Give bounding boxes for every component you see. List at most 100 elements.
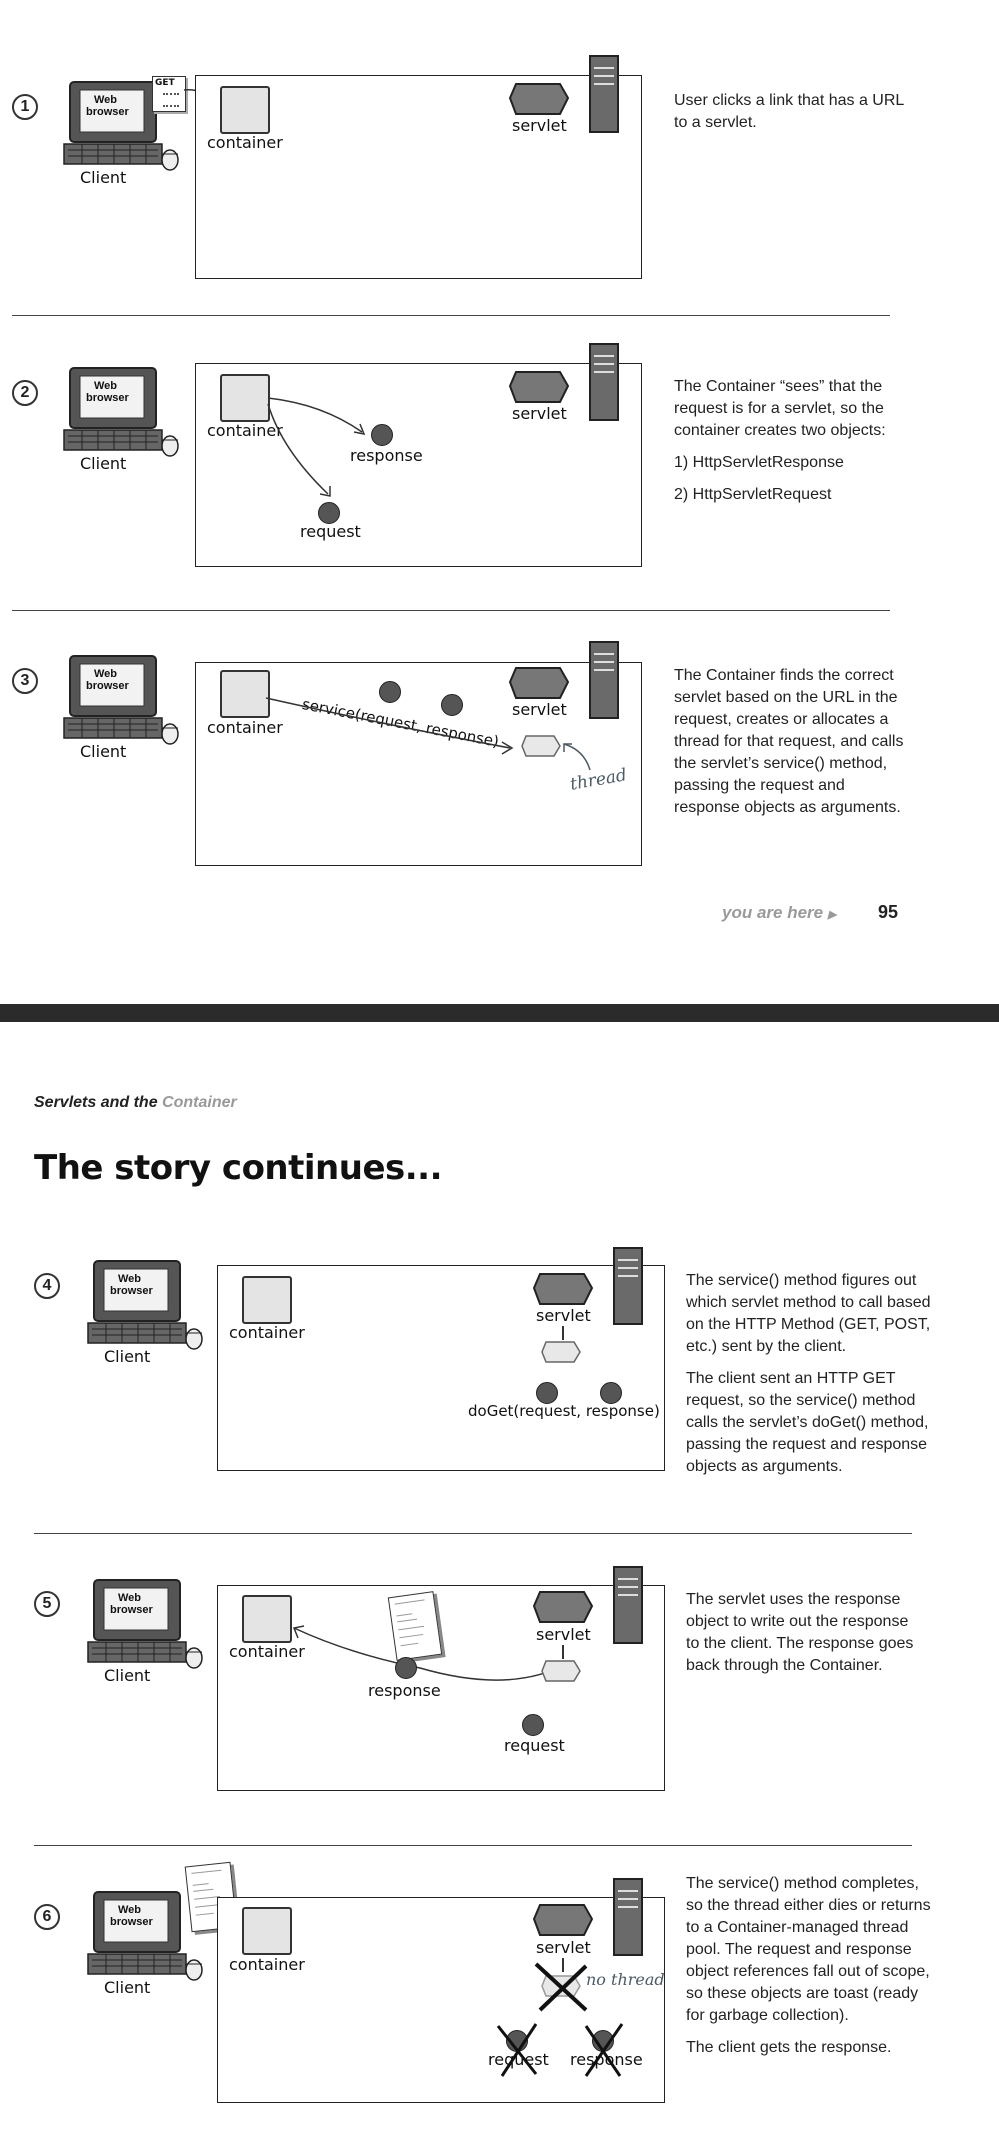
computer-icon — [87, 1579, 203, 1669]
running-head-bold: Servlets and the — [34, 1094, 163, 1111]
doget-call-label: doGet(request, response) — [468, 1402, 660, 1420]
response-label: response — [350, 446, 423, 465]
servlet-icon — [532, 1591, 594, 1623]
step-text: The client sent an HTTP GET request, so … — [686, 1370, 929, 1475]
no-thread-label: no thread — [586, 1970, 665, 1989]
container-icon — [220, 670, 270, 718]
client-label: Client — [80, 168, 127, 187]
container-icon — [242, 1276, 292, 1324]
divider — [34, 1533, 912, 1534]
thread-connector — [562, 1645, 564, 1659]
step-text: The service() method figures out which s… — [686, 1272, 931, 1355]
request-label: request — [488, 2050, 549, 2069]
response-document-icon — [387, 1591, 443, 1661]
cross-out-icon — [584, 2023, 624, 2077]
get-label: GET — [155, 78, 175, 88]
client-computer: Web browser Client — [62, 652, 182, 761]
thread-icon — [541, 1660, 581, 1682]
response-object — [371, 424, 393, 446]
servlet-icon — [508, 371, 570, 403]
client-computer: Web browser Client — [86, 1257, 206, 1366]
servlet-icon — [532, 1904, 594, 1936]
client-label: Client — [104, 1347, 151, 1366]
container-label: container — [229, 1955, 305, 1974]
web-label: Web — [118, 1592, 142, 1604]
browser-label: browser — [110, 1285, 153, 1297]
step-description: The service() method figures out which s… — [686, 1270, 936, 1488]
response-label: response — [570, 2050, 643, 2069]
thread-connector — [562, 1958, 564, 1972]
computer-icon — [63, 655, 179, 745]
running-head: Servlets and the Container — [34, 1094, 237, 1112]
step-number: 5 — [34, 1591, 60, 1617]
server-tower-icon — [589, 641, 619, 719]
web-label: Web — [94, 380, 118, 392]
browser-label: browser — [110, 1916, 153, 1928]
computer-icon — [63, 81, 179, 171]
client-label: Client — [80, 742, 127, 761]
step-text: 1) HttpServletResponse — [674, 454, 844, 471]
page-separator — [0, 1004, 999, 1022]
step-text: The servlet uses the response object to … — [686, 1591, 914, 1674]
step-description: The service() method completes, so the t… — [686, 1873, 936, 2069]
servlet-icon — [508, 83, 570, 115]
step-text: The client gets the response. — [686, 2039, 892, 2056]
servlet-label: servlet — [536, 1938, 591, 1957]
client-computer: Web browser Client — [86, 1576, 206, 1685]
web-label: Web — [94, 94, 118, 106]
computer-icon — [87, 1260, 203, 1350]
running-head-gray: Container — [162, 1094, 237, 1111]
step-description: The Container finds the correct servlet … — [674, 665, 914, 829]
computer-icon — [63, 367, 179, 457]
step-description: The servlet uses the response object to … — [686, 1589, 926, 1687]
step-number: 2 — [12, 380, 38, 406]
client-computer: Web browser Client — [62, 364, 182, 473]
client-label: Client — [80, 454, 127, 473]
computer-icon — [87, 1891, 203, 1981]
servlet-label: servlet — [536, 1625, 591, 1644]
browser-label: browser — [110, 1604, 153, 1616]
thread-pointer-arrow — [563, 743, 591, 771]
server-tower-icon — [589, 343, 619, 421]
thread-icon — [541, 1341, 581, 1363]
request-object — [318, 502, 340, 524]
container-label: container — [229, 1642, 305, 1661]
client-label: Client — [104, 1978, 151, 1997]
server-tower-icon — [589, 55, 619, 133]
container-icon — [242, 1907, 292, 1955]
servlet-label: servlet — [512, 700, 567, 719]
servlet-icon — [508, 667, 570, 699]
divider — [12, 610, 890, 611]
step-description: The Container “sees” that the request is… — [674, 376, 914, 516]
browser-label: browser — [86, 106, 129, 118]
client-computer: Web browser Client — [62, 78, 182, 187]
divider — [34, 1845, 912, 1846]
server-tower-icon — [613, 1878, 643, 1956]
web-label: Web — [94, 668, 118, 680]
servlet-label: servlet — [512, 404, 567, 423]
request-object — [379, 681, 401, 703]
request-object — [536, 1382, 558, 1404]
thread-connector — [562, 1326, 564, 1340]
servlet-label: servlet — [536, 1306, 591, 1325]
response-object — [441, 694, 463, 716]
container-icon — [220, 86, 270, 134]
page-number: 95 — [878, 902, 899, 922]
step-text: The Container “sees” that the request is… — [674, 378, 886, 439]
web-label: Web — [118, 1904, 142, 1916]
client-label: Client — [104, 1666, 151, 1685]
container-label: container — [229, 1323, 305, 1342]
servlet-label: servlet — [512, 116, 567, 135]
step-number: 3 — [12, 668, 38, 694]
request-object — [522, 1714, 544, 1736]
server-tower-icon — [613, 1247, 643, 1325]
step-text: 2) HttpServletRequest — [674, 486, 832, 503]
thread-icon — [521, 735, 561, 757]
play-arrow-icon: ▶ — [827, 909, 837, 921]
step-text: The Container finds the correct servlet … — [674, 667, 904, 816]
page-title: The story continues... — [34, 1148, 443, 1188]
response-object — [600, 1382, 622, 1404]
step-number: 6 — [34, 1904, 60, 1930]
cross-out-icon — [496, 2023, 538, 2077]
request-label: request — [300, 522, 361, 541]
